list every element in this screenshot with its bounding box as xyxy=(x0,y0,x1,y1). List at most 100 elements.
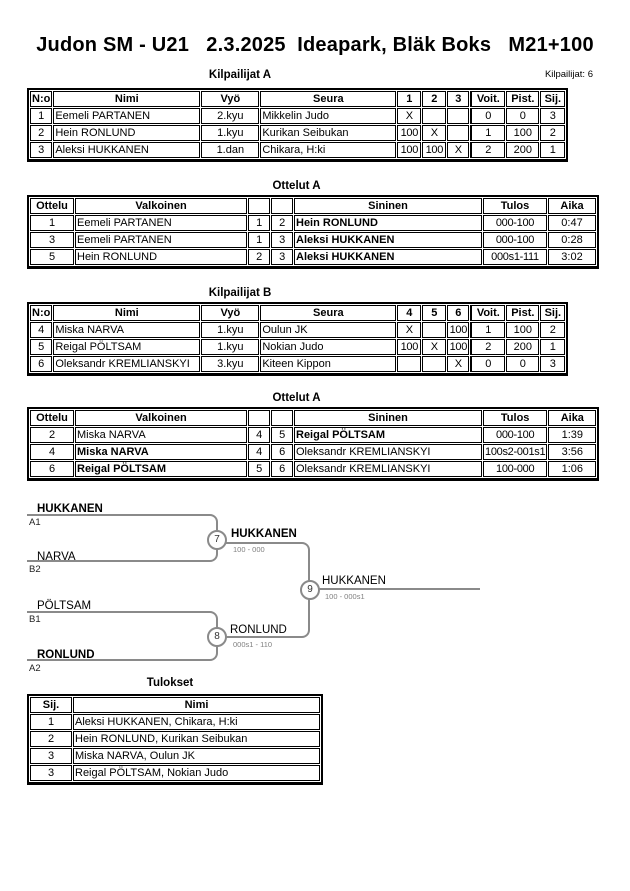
cell: 3 xyxy=(30,232,74,248)
column-header: Valkoinen xyxy=(75,410,247,426)
cell: 2 xyxy=(540,125,566,141)
column-header: 6 xyxy=(447,305,470,321)
cell: 5 xyxy=(30,249,74,265)
cell: 3 xyxy=(540,356,566,372)
cell: 1.kyu xyxy=(201,125,260,141)
section-title-pool-b: Kilpailijat B xyxy=(208,287,272,299)
bracket-slot-name: RONLUND xyxy=(37,649,95,661)
column-header: Sij. xyxy=(30,697,72,713)
column-header: Sij. xyxy=(540,91,566,107)
cell: 000-100 xyxy=(483,232,547,248)
cell: 1 xyxy=(248,232,270,248)
cell xyxy=(447,108,470,124)
cell: Hein RONLUND xyxy=(294,215,482,231)
cell xyxy=(422,108,447,124)
cell xyxy=(447,125,470,141)
column-header: Pist. xyxy=(506,91,540,107)
column-header: Aika xyxy=(548,410,597,426)
cell: 1.dan xyxy=(201,142,260,158)
cell: 200 xyxy=(506,339,540,355)
bracket-slot-name: PÖLTSAM xyxy=(37,600,92,612)
cell: 1.kyu xyxy=(201,322,260,338)
cell: 6 xyxy=(30,461,74,477)
column-header: Nimi xyxy=(53,305,201,321)
cell: X xyxy=(422,125,447,141)
cell: 5 xyxy=(271,427,293,443)
column-header: Tulos xyxy=(483,198,547,214)
cell: 100 xyxy=(397,125,422,141)
cell: 000-100 xyxy=(483,427,548,443)
page-title: Judon SM - U21 2.3.2025 Ideapark, Bläk B… xyxy=(36,34,594,56)
cell: Oleksandr KREMLIANSKYI xyxy=(294,444,482,460)
column-header: Sij. xyxy=(540,305,566,321)
cell: 0 xyxy=(470,108,506,124)
bracket-slot-name: NARVA xyxy=(37,551,76,563)
column-header: Nimi xyxy=(53,91,201,107)
cell: 0 xyxy=(506,356,540,372)
column-header: N:o xyxy=(30,91,53,107)
cell: 100 xyxy=(447,322,470,338)
cell: 0:28 xyxy=(548,232,596,248)
column-header: Pist. xyxy=(506,305,540,321)
cell: 2 xyxy=(30,427,74,443)
column-header: Ottelu xyxy=(30,410,74,426)
column-header: Sininen xyxy=(294,410,482,426)
cell: 1:06 xyxy=(548,461,597,477)
cell: Eemeli PARTANEN xyxy=(75,215,247,231)
cell: 100 xyxy=(397,142,422,158)
column-header: Ottelu xyxy=(30,198,74,214)
column-header: Seura xyxy=(260,91,397,107)
bracket-slot-name: HUKKANEN xyxy=(37,503,103,515)
cell: 3 xyxy=(30,748,72,764)
cell: 2 xyxy=(248,249,270,265)
match-number-badge: 8 xyxy=(207,627,227,647)
cell: 1 xyxy=(248,215,270,231)
cell: 5 xyxy=(248,461,270,477)
bracket-match-score: 000s1 - 110 xyxy=(233,640,273,649)
cell: Reigal PÖLTSAM xyxy=(75,461,247,477)
cell xyxy=(422,356,447,372)
cell: Kiteen Kippon xyxy=(260,356,397,372)
cell: 1 xyxy=(30,215,74,231)
column-header: Aika xyxy=(548,198,596,214)
cell: 2 xyxy=(470,142,506,158)
column-header: Voit. xyxy=(470,91,506,107)
column-header xyxy=(248,410,270,426)
cell: 100 xyxy=(397,339,422,355)
cell: Oleksandr KREMLIANSKYI xyxy=(294,461,482,477)
bracket-slot-seed: A1 xyxy=(29,517,41,528)
cell: 3 xyxy=(540,108,566,124)
cell: 1 xyxy=(540,339,566,355)
cell xyxy=(397,356,422,372)
column-header xyxy=(248,198,270,214)
cell: 3 xyxy=(271,232,293,248)
cell: 200 xyxy=(506,142,540,158)
cell: 3 xyxy=(30,765,72,781)
column-header: Vyö xyxy=(201,91,260,107)
column-header: Seura xyxy=(260,305,397,321)
column-header: Valkoinen xyxy=(75,198,247,214)
competitors-count: Kilpailijat: 6 xyxy=(544,69,593,80)
cell: 1 xyxy=(540,142,566,158)
column-header: 1 xyxy=(397,91,422,107)
cell: Aleksi HUKKANEN xyxy=(294,249,482,265)
match-number-badge: 9 xyxy=(300,580,320,600)
cell: Oleksandr KREMLIANSKYI xyxy=(53,356,201,372)
cell: Aleksi HUKKANEN, Chikara, H:ki xyxy=(73,714,320,730)
